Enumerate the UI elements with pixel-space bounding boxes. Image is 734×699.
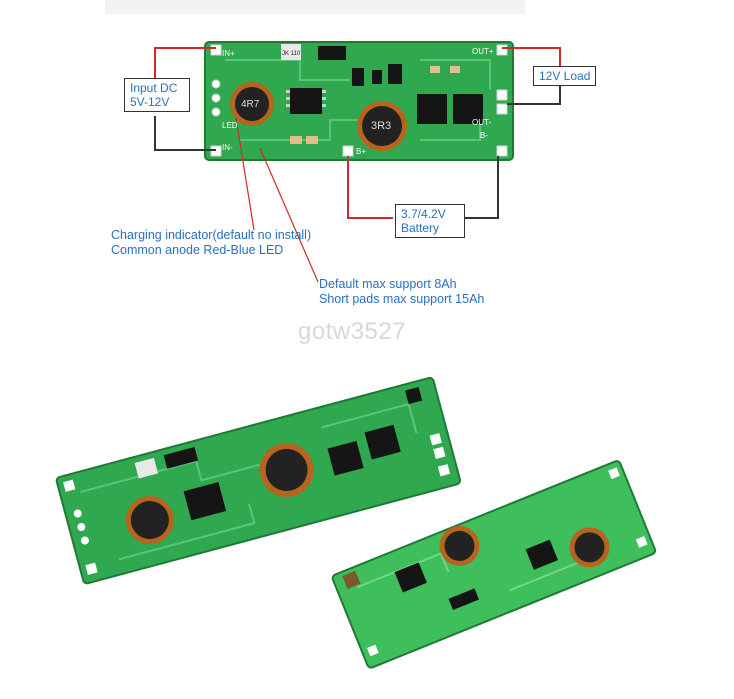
charging-indicator-annotation: Charging indicator(default no install) C…: [111, 228, 311, 258]
battery-box: 3.7/4.2V Battery: [395, 204, 465, 238]
inductor-3r3: [357, 101, 407, 151]
input-dc-box: Input DC 5V-12V: [124, 78, 190, 112]
capacity-annotation: Default max support 8Ah Short pads max s…: [319, 277, 484, 307]
pad-b-minus: B-: [480, 131, 488, 140]
load-label: 12V Load: [539, 69, 591, 83]
wires-top: [154, 47, 561, 219]
battery-line2: Battery: [401, 221, 440, 235]
top-pcb: [204, 41, 514, 161]
inductor-4r7-label: 4R7: [241, 99, 260, 110]
battery-line1: 3.7/4.2V: [401, 207, 446, 221]
ic-chip-2: [417, 94, 447, 124]
diode: [318, 46, 346, 60]
inductor-4r7: [230, 82, 274, 126]
leader-lines: [235, 117, 319, 283]
charging-line1: Charging indicator(default no install): [111, 228, 312, 242]
pad-out-minus: OUT-: [472, 118, 492, 127]
bottom-right-pcb: [331, 460, 657, 669]
pad-b-plus: B+: [356, 147, 367, 156]
charging-line2: Common anode Red-Blue LED: [111, 243, 284, 257]
capacity-line1: Default max support 8Ah: [319, 277, 457, 291]
watermark: gotw3527: [298, 318, 407, 345]
jk110-part: [281, 44, 301, 60]
pad-out-plus: OUT+: [472, 47, 494, 56]
pad-in-plus: IN+: [222, 49, 235, 58]
diode-mark-label: JK 110: [282, 51, 301, 57]
pad-led: LED: [222, 121, 238, 130]
ic-chip-3: [453, 94, 483, 124]
ic-chip-1: [290, 88, 322, 114]
top-cropped-banner: [105, 0, 525, 14]
input-dc-line2: 5V-12V: [130, 95, 170, 109]
bottom-left-pcb: [55, 376, 462, 585]
input-dc-line1: Input DC: [130, 81, 178, 95]
load-box: 12V Load: [533, 66, 597, 86]
capacity-line2: Short pads max support 15Ah: [319, 292, 485, 306]
pad-in-minus: IN-: [222, 143, 233, 152]
inductor-3r3-label: 3R3: [371, 120, 392, 132]
